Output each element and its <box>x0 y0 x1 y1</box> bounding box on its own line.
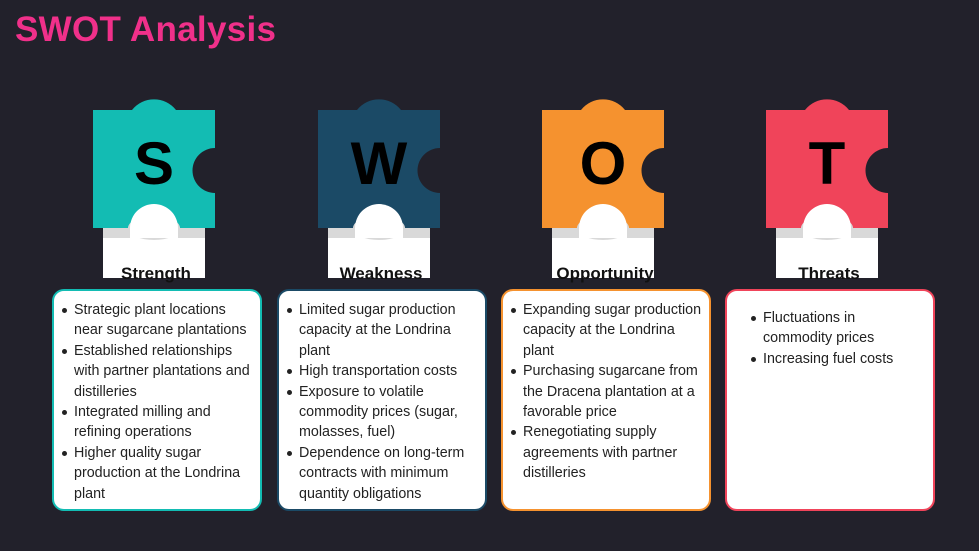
swot-threats-column: T Threats Fluctuations in commodity pric… <box>725 88 945 518</box>
swot-letter-opportunity: O <box>579 130 627 197</box>
swot-weakness-column: W Weakness Limited sugar production capa… <box>277 88 497 518</box>
strength-card: Strategic plant locations near sugarcane… <box>52 289 262 511</box>
list-item: Fluctuations in commodity prices <box>751 308 927 349</box>
opportunity-list: Expanding sugar production capacity at t… <box>511 300 703 484</box>
swot-strength-column: S Strength Strategic plant locations nea… <box>52 88 272 518</box>
strength-list: Strategic plant locations near sugarcane… <box>62 300 254 504</box>
puzzle-piece-opportunity <box>542 99 664 278</box>
list-item: Higher quality sugar production at the L… <box>62 443 254 504</box>
puzzle-piece-threats <box>766 99 888 278</box>
list-item: Strategic plant locations near sugarcane… <box>62 300 254 341</box>
threats-list: Fluctuations in commodity prices Increas… <box>751 308 927 369</box>
list-item: Expanding sugar production capacity at t… <box>511 300 703 361</box>
weakness-list: Limited sugar production capacity at the… <box>287 300 479 504</box>
puzzle-piece-weakness <box>318 99 440 278</box>
swot-letter-strength: S <box>133 130 175 197</box>
threats-card: Fluctuations in commodity prices Increas… <box>725 289 935 511</box>
list-item: Renegotiating supply agreements with par… <box>511 422 703 483</box>
list-item: Exposure to volatile commodity prices (s… <box>287 382 479 443</box>
heading-strength: Strength <box>121 264 191 283</box>
heading-threats: Threats <box>798 264 860 283</box>
list-item: Limited sugar production capacity at the… <box>287 300 479 361</box>
puzzle-piece-strength <box>93 99 215 278</box>
list-item: Increasing fuel costs <box>751 349 927 369</box>
swot-letter-threats: T <box>808 130 846 197</box>
heading-weakness: Weakness <box>339 264 423 283</box>
list-item: Established relationships with partner p… <box>62 341 254 402</box>
page-title: SWOT Analysis <box>15 10 277 49</box>
weakness-card: Limited sugar production capacity at the… <box>277 289 487 511</box>
heading-opportunity: Opportunity <box>556 264 654 283</box>
swot-opportunity-column: O Opportunity Expanding sugar production… <box>501 88 721 518</box>
list-item: Integrated milling and refining operatio… <box>62 402 254 443</box>
swot-letter-weakness: W <box>350 130 408 197</box>
opportunity-card: Expanding sugar production capacity at t… <box>501 289 711 511</box>
list-item: High transportation costs <box>287 361 479 381</box>
list-item: Dependence on long-term contracts with m… <box>287 443 479 504</box>
list-item: Purchasing sugarcane from the Dracena pl… <box>511 361 703 422</box>
